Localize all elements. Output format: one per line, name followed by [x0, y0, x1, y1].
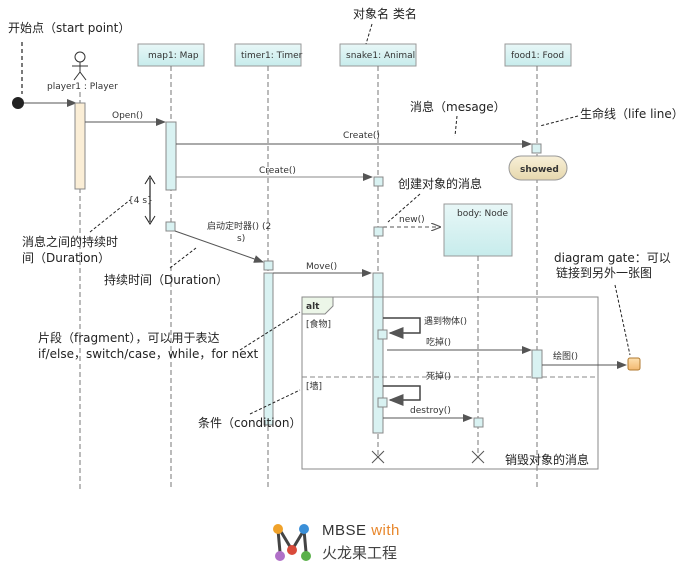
mbse-logo: MBSE with 火龙果工程: [270, 520, 430, 564]
message-create-food-label: Create(): [343, 131, 380, 141]
lifeline-food-label: food1: Food: [511, 51, 564, 61]
annotation-duration-between-1: 消息之间的持续时: [22, 234, 118, 249]
annotation-fragment-1: 片段（fragment），可以用于表达: [38, 330, 220, 345]
message-open-label: Open(): [112, 111, 143, 121]
message-eat-label: 吃掉(): [426, 336, 451, 348]
lifeline-player-label: player1 : Player: [47, 82, 118, 92]
diagram-gate-leader: [614, 284, 631, 356]
logo-mark: [273, 524, 311, 561]
activation-map-2: [165, 221, 176, 232]
fragment-operator-tab: [301, 296, 334, 315]
message-meet: [383, 317, 421, 339]
message-create-snake-label: Create(): [259, 166, 296, 176]
activation-snake-create: [373, 176, 384, 187]
duration-tag: {4 s}: [128, 196, 153, 206]
logo-line2: 火龙果工程: [322, 544, 398, 562]
fragment-alt: [301, 296, 599, 470]
activation-snake-die: [377, 397, 388, 408]
message-start-timer-label: 启动定时器(): [207, 220, 259, 232]
annotation-object-class: 对象名 类名: [353, 6, 417, 21]
annotation-lifeline: 生命线（life line）: [580, 106, 684, 121]
state-showed-label: showed: [520, 165, 559, 175]
object-class-leader: [365, 23, 373, 45]
annotation-message: 消息（mesage）: [410, 99, 506, 114]
destruction-marker-body: [471, 450, 485, 464]
message-leader: [454, 115, 458, 137]
annotation-diagram-gate-1: diagram gate：可以: [554, 251, 671, 265]
state-showed: [508, 155, 568, 181]
activation-body-destroy: [473, 417, 484, 428]
activation-snake-new: [373, 226, 384, 237]
lifeline-map-label: map1: Map: [148, 51, 199, 61]
duration-between-leader: [89, 199, 131, 233]
annotation-destroy-msg: 销毁对象的消息: [505, 452, 589, 467]
message-start-timer: [174, 230, 264, 263]
message-draw-label: 绘图(): [553, 350, 578, 362]
duration-leader: [169, 247, 197, 269]
start-point: [12, 97, 24, 109]
fragment-leader: [239, 311, 301, 351]
activation-snake-meet: [377, 329, 388, 340]
message-start-timer-tail: s): [237, 234, 245, 244]
create-msg-leader: [387, 193, 421, 223]
message-move-label: Move(): [306, 262, 337, 272]
duration-arrow-bottom: [144, 215, 156, 225]
condition-leader: [249, 389, 301, 415]
lifeline-snake-label: snake1: Animal: [346, 51, 415, 61]
message-meet-label: 遇到物体(): [424, 315, 467, 327]
annotation-duration: 持续时间（Duration）: [104, 272, 228, 287]
lifeline-leader: [539, 115, 579, 127]
activation-player: [74, 102, 86, 190]
lifeline-timer-label: timer1: Timer: [241, 51, 303, 61]
activation-map: [165, 121, 177, 191]
actor-player: [72, 51, 88, 81]
activation-timer: [263, 272, 274, 426]
annotation-fragment-2: if/else，switch/case，while，for next: [38, 347, 259, 361]
annotation-condition: 条件（condition）: [198, 416, 301, 430]
message-start-timer-extra: (2: [262, 222, 271, 232]
lifeline-head-body: [443, 203, 513, 257]
message-die: [383, 385, 421, 406]
fragment-guard-1: [食物]: [306, 318, 331, 330]
message-die-label: 死掉(): [426, 370, 451, 382]
annotation-create-msg: 创建对象的消息: [398, 176, 482, 191]
lifeline-head-food: [504, 43, 572, 67]
activation-food-eat: [531, 349, 543, 379]
message-destroy-label: destroy(): [410, 406, 451, 416]
message-new-label: new(): [399, 215, 425, 225]
logo-line1: MBSE with: [322, 522, 400, 539]
diagram-gate: [627, 357, 641, 371]
annotation-diagram-gate-2: 链接到另外一张图: [556, 265, 652, 280]
fragment-operator: alt: [306, 302, 320, 312]
activation-food-create: [531, 143, 542, 154]
annotation-start-point: 开始点（start point）: [8, 21, 130, 35]
activation-snake: [372, 272, 384, 434]
activation-timer-start: [263, 260, 274, 271]
annotation-duration-between-2: 间（Duration）: [22, 251, 110, 265]
lifeline-body-label: body: Node: [457, 209, 508, 219]
destruction-marker-snake: [371, 450, 385, 464]
fragment-guard-2: [墙]: [306, 380, 322, 392]
duration-arrow-top: [144, 175, 156, 185]
